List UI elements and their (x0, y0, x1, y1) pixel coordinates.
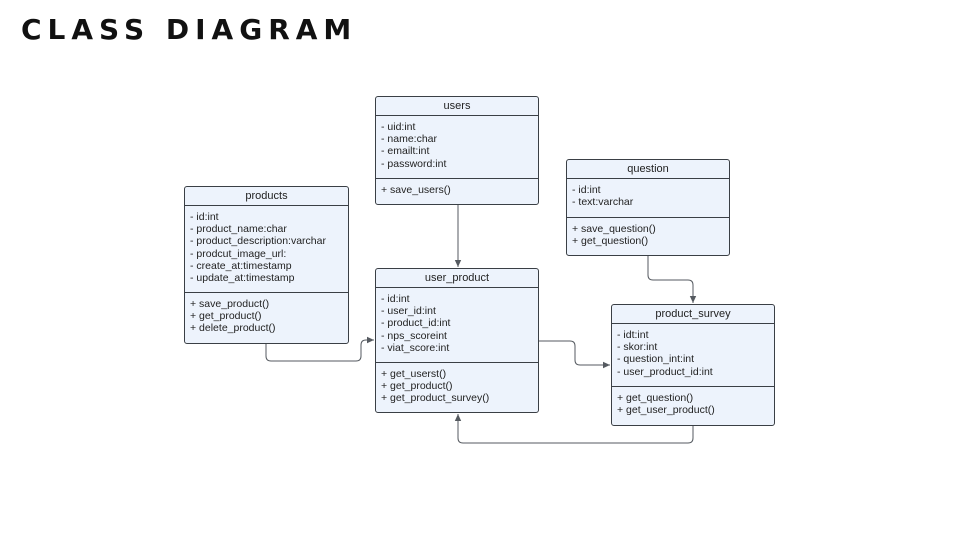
attribute: - nps_scoreint (381, 329, 447, 342)
attributes-section: - id:int - text:varchar (567, 179, 729, 218)
attribute: - prodcut_image_url: (190, 247, 287, 260)
attribute: - viat_score:int (381, 341, 450, 354)
attributes-section: - id:int - user_id:int - product_id:int … (376, 288, 538, 363)
page-title: CLASS DIAGRAM (21, 13, 358, 46)
attribute: - product_id:int (381, 317, 451, 330)
attribute: - password:int (381, 157, 447, 170)
class-products[interactable]: products - id:int - product_name:char - … (184, 186, 349, 344)
connector-product-survey-to-user-product (454, 414, 694, 444)
attribute: - id:int (381, 293, 410, 305)
method: + get_product() (190, 310, 262, 323)
attribute: - id:int (572, 184, 601, 196)
methods-section: + save_users() (376, 179, 538, 200)
methods-section: + get_question() + get_user_product() (612, 387, 774, 420)
class-user-product[interactable]: user_product - id:int - user_id:int - pr… (375, 268, 539, 413)
class-name: product_survey (612, 305, 774, 324)
connector-products-to-user-product (265, 336, 374, 362)
methods-section: + get_userst() + get_product() + get_pro… (376, 363, 538, 409)
attribute: - emailt:int (381, 145, 430, 158)
connector-question-to-product-survey (647, 256, 697, 303)
attribute: - name:char (381, 133, 438, 146)
method: + delete_product() (190, 322, 276, 335)
attribute: - user_id:int (381, 305, 436, 318)
class-name: question (567, 160, 729, 179)
connector-user-product-to-product-survey (539, 340, 610, 369)
attribute: - uid:int (381, 121, 416, 133)
attribute: - update_at:timestamp (190, 272, 295, 285)
attribute: - question_int:int (617, 353, 695, 366)
attributes-section: - uid:int - name:char - emailt:int - pas… (376, 116, 538, 179)
method: + get_question() (617, 392, 694, 404)
attribute: - product_description:varchar (190, 235, 326, 248)
attribute: - create_at:timestamp (190, 259, 292, 272)
method: + save_product() (190, 298, 270, 310)
attribute: - id:int (190, 211, 219, 223)
method: + save_users() (381, 184, 451, 196)
attribute: - skor:int (617, 341, 658, 354)
method: + save_question() (572, 223, 656, 235)
class-name: user_product (376, 269, 538, 288)
attributes-section: - id:int - product_name:char - product_d… (185, 206, 348, 293)
method: + get_userst() (381, 368, 447, 380)
class-users[interactable]: users - uid:int - name:char - emailt:int… (375, 96, 539, 205)
class-name: products (185, 187, 348, 206)
method: + get_question() (572, 235, 649, 248)
attributes-section: - idt:int - skor:int - question_int:int … (612, 324, 774, 387)
methods-section: + save_product() + get_product() + delet… (185, 293, 348, 339)
method: + get_product() (381, 380, 453, 393)
attribute: - idt:int (617, 329, 649, 341)
method: + get_user_product() (617, 404, 715, 417)
attribute: - user_product_id:int (617, 365, 713, 378)
class-name: users (376, 97, 538, 116)
attribute: - text:varchar (572, 196, 634, 209)
method: + get_product_survey() (381, 392, 490, 405)
class-product-survey[interactable]: product_survey - idt:int - skor:int - qu… (611, 304, 775, 426)
class-question[interactable]: question - id:int - text:varchar + save_… (566, 159, 730, 256)
attribute: - product_name:char (190, 223, 287, 236)
methods-section: + save_question() + get_question() (567, 218, 729, 251)
